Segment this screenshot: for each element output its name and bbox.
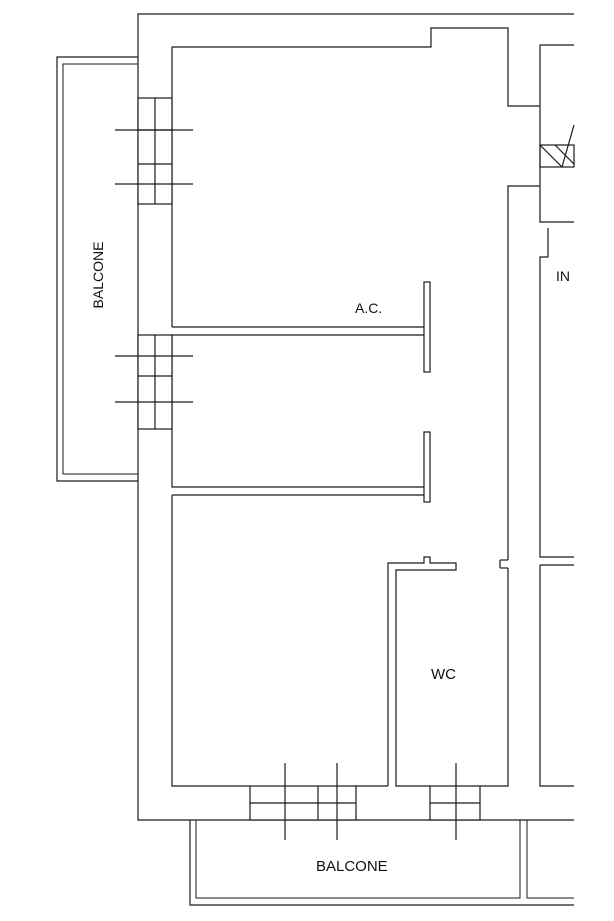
bathroom-label: WC	[431, 666, 456, 683]
storage-label: A.C.	[355, 300, 383, 316]
wc-walls	[387, 556, 457, 787]
south-windows	[249, 763, 481, 840]
balcony-south-label: BALCONE	[316, 858, 388, 875]
balcony-west	[56, 56, 138, 482]
west-windows	[115, 97, 193, 430]
balcony-west-label: BALCONE	[90, 241, 106, 309]
stair-hatch	[539, 124, 575, 168]
inner-wall-bedroom-north	[171, 27, 540, 327]
balcony-south	[189, 820, 574, 906]
partition-middle-upper	[171, 335, 424, 488]
storage-partition	[423, 281, 431, 503]
corridor-walls	[480, 44, 574, 787]
living-room-wall	[171, 495, 250, 787]
entrance-label: IN	[556, 268, 570, 284]
